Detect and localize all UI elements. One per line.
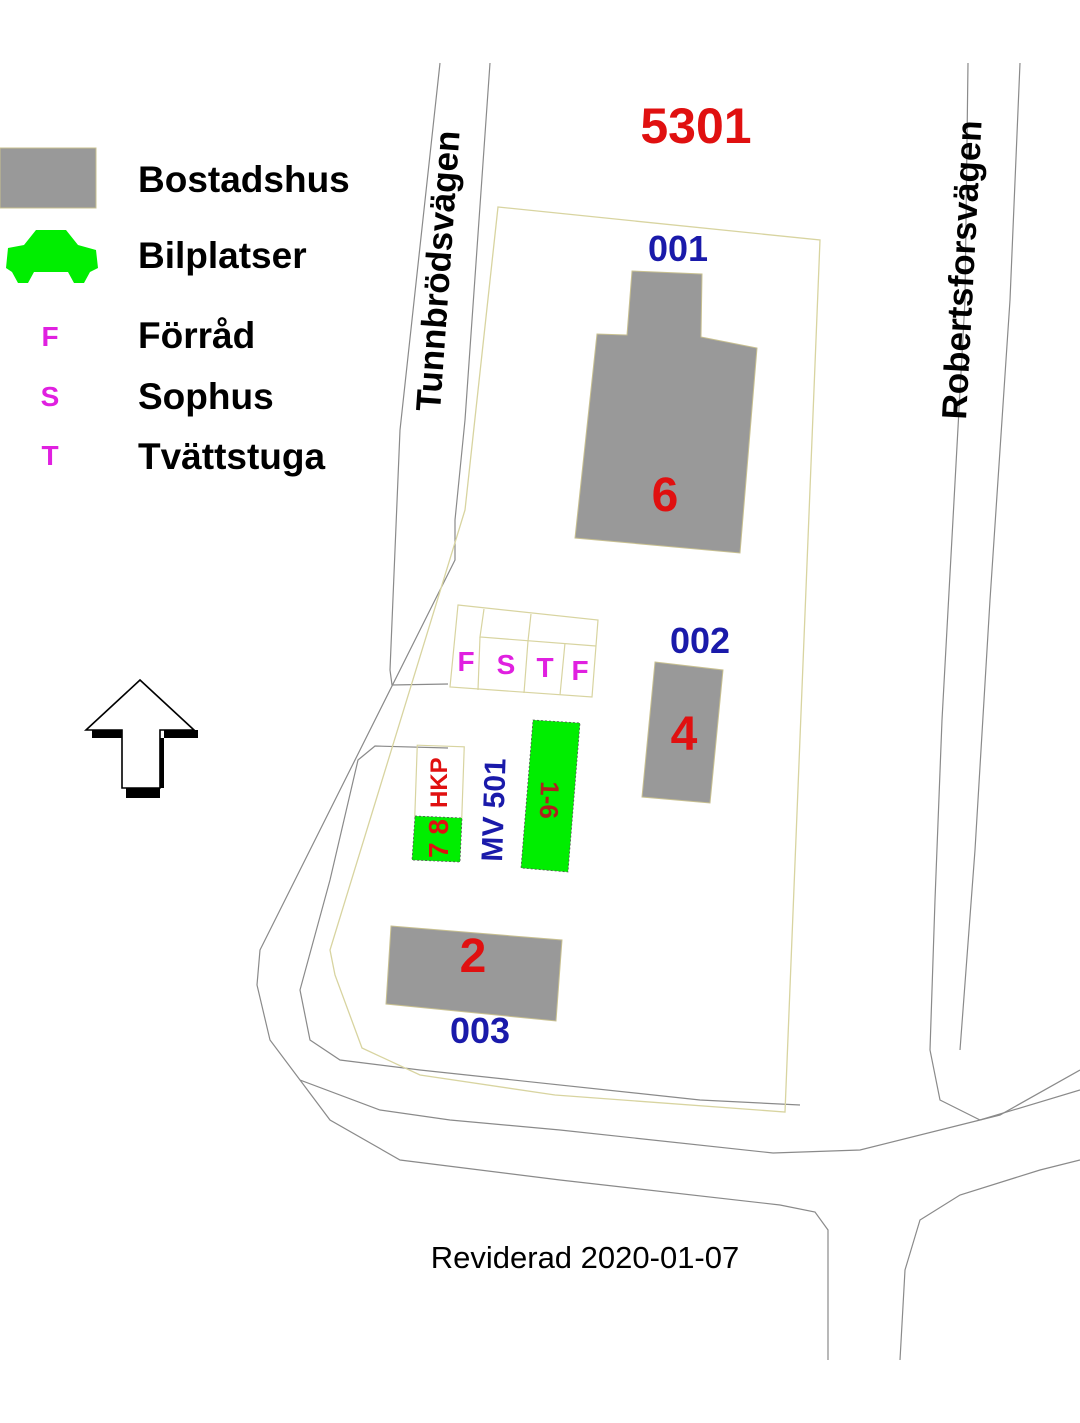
legend-bilplatser-label: Bilplatser [138, 235, 307, 276]
legend-tvattstuga-label: Tvättstuga [138, 436, 326, 477]
parking-7-8 [411, 815, 463, 863]
building-number-2: 2 [460, 930, 487, 983]
building-2 [385, 925, 563, 1022]
north-arrow-icon [83, 678, 198, 798]
outbuilding-tvattstuga: T [536, 652, 553, 683]
legend-sophus-label: Sophus [138, 376, 274, 417]
revision-date: Reviderad 2020-01-07 [431, 1240, 740, 1275]
building-number-4: 4 [671, 708, 698, 761]
legend-bostadshus-label: Bostadshus [138, 159, 350, 200]
parking-1-6 [520, 719, 581, 873]
building-4 [641, 661, 724, 804]
outbuilding-forrad-2: F [571, 655, 588, 686]
legend-bostadshus-swatch [0, 147, 97, 209]
address-001: 001 [648, 228, 708, 269]
property-boundary [329, 206, 821, 1113]
address-003: 003 [450, 1010, 510, 1051]
parking-1-6-label: 1-6 [534, 781, 565, 820]
hkp-label: HKP [426, 757, 453, 808]
mv-501-label: MV 501 [476, 758, 513, 862]
property-id: 5301 [640, 98, 751, 154]
road-name-tunnbrodsvagen: Tunnbrödsvägen [409, 129, 468, 412]
road-name-robertsforsvagen: Robertsforsvägen [935, 119, 990, 420]
building-6 [574, 270, 758, 554]
road-outlines [256, 62, 1080, 1361]
building-number-6: 6 [652, 469, 679, 522]
car-icon [6, 230, 98, 283]
address-002: 002 [670, 620, 730, 661]
legend-tvattstuga-symbol: T [41, 440, 58, 471]
legend-forrad-symbol: F [41, 321, 58, 352]
outbuilding-sophus: S [497, 649, 516, 680]
legend-sophus-symbol: S [41, 381, 60, 412]
outbuildings [449, 604, 599, 698]
legend: Bostadshus Bilplatser F Förråd S Sophus … [0, 147, 350, 477]
outbuilding-forrad-1: F [457, 646, 474, 677]
parking-7-8-label: 7 8 [423, 819, 454, 858]
legend-forrad-label: Förråd [138, 315, 255, 356]
